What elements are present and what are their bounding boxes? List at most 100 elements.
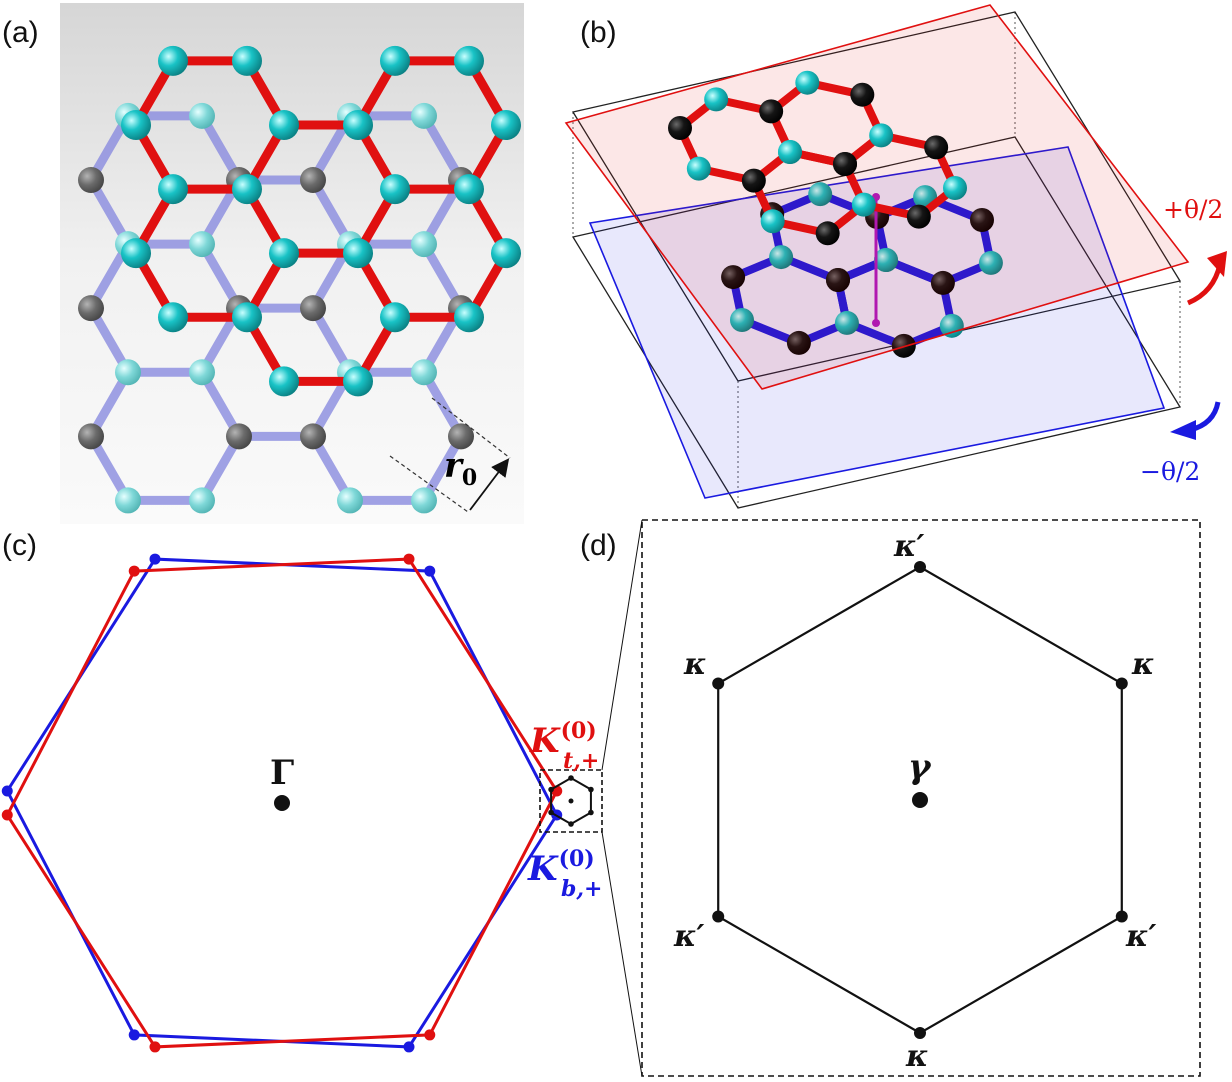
reference-plane-bottom <box>571 136 1182 509</box>
atom <box>704 87 729 112</box>
vertex-dot <box>548 809 554 816</box>
atom <box>786 330 811 355</box>
vertex-dot <box>588 786 594 793</box>
rotation-bottom-label: −θ/2 <box>1140 457 1200 486</box>
atom <box>777 140 802 165</box>
kappa-upper-right-label: κ <box>1131 647 1155 682</box>
atom <box>226 423 252 450</box>
vertex-dot <box>403 1041 415 1053</box>
kappa-upper-left-label: κ <box>683 647 707 682</box>
atom <box>448 423 474 450</box>
vertex-dot <box>424 1029 436 1041</box>
rotation-top-label: +θ/2 <box>1163 195 1223 224</box>
vertex-dot <box>1 785 13 797</box>
panel-d-label: (d) <box>580 529 617 562</box>
kappa-prime-lower-right-label: κ′ <box>1125 919 1156 954</box>
vertex-dot <box>149 1041 161 1053</box>
atom <box>411 231 437 258</box>
atom <box>454 302 484 333</box>
vertex-dot <box>149 553 161 565</box>
atom <box>850 82 875 107</box>
atom <box>943 176 967 200</box>
atom <box>158 45 188 76</box>
atom <box>121 110 151 140</box>
moire-vertices <box>712 561 1128 1039</box>
atom <box>411 102 437 129</box>
atom <box>232 302 262 333</box>
panel-c-label: (c) <box>2 529 37 562</box>
panel-a-label: (a) <box>2 16 39 49</box>
atom <box>808 182 833 207</box>
atom <box>833 151 858 176</box>
atom <box>158 174 188 205</box>
atom <box>721 265 746 290</box>
atom <box>795 70 820 95</box>
atom <box>874 248 899 273</box>
atom <box>924 135 949 160</box>
vertex-dot <box>914 1027 926 1039</box>
atom <box>189 102 215 129</box>
atom <box>741 168 766 193</box>
kappa-bottom-label: κ <box>905 1039 929 1074</box>
atom <box>851 192 876 217</box>
atom <box>760 209 785 234</box>
atom <box>491 110 521 140</box>
vertex-dot <box>914 561 926 573</box>
atom <box>834 310 859 335</box>
atom <box>232 45 262 76</box>
rotate-ccw-icon <box>1186 251 1227 306</box>
atom <box>454 45 484 76</box>
atom <box>115 359 141 386</box>
k-top-label: K(0)t,+ <box>529 718 599 774</box>
atom <box>300 423 326 450</box>
atom <box>78 423 104 450</box>
atom <box>411 359 437 386</box>
top-layer-vertices <box>1 553 563 1053</box>
top-layer-lattice <box>121 45 521 397</box>
mini-vertices <box>548 775 594 827</box>
gamma-moire-point <box>912 792 928 808</box>
kappa-prime-top-label: κ′ <box>893 529 924 564</box>
vertex-dot <box>568 821 574 827</box>
atom <box>189 359 215 386</box>
atom <box>891 333 916 358</box>
atom <box>115 487 141 514</box>
rotate-cw-icon <box>1170 401 1221 440</box>
gamma-point <box>274 795 290 811</box>
zoom-box <box>539 769 603 833</box>
atom <box>189 487 215 514</box>
atom <box>158 302 188 333</box>
atom <box>686 156 711 181</box>
atom <box>232 174 262 205</box>
atom <box>825 267 850 292</box>
vertex-dot <box>1115 677 1128 690</box>
atom <box>411 487 437 514</box>
r0-label: r0 <box>444 446 477 491</box>
atom <box>269 238 299 269</box>
atom <box>869 123 894 148</box>
atom <box>337 487 363 514</box>
atom <box>269 110 299 140</box>
atom <box>769 245 794 270</box>
atom <box>454 174 484 205</box>
reference-plane-top <box>571 11 1182 382</box>
atom <box>343 110 373 140</box>
panel-b: +θ/2 −θ/2 <box>564 4 1227 509</box>
atom <box>300 167 326 193</box>
vertex-dot <box>712 910 725 923</box>
vertex-dot <box>424 565 436 577</box>
atom <box>906 204 931 229</box>
atom <box>759 99 784 124</box>
atom <box>491 238 521 269</box>
vertex-dot <box>128 1029 140 1041</box>
gamma-label: Γ <box>270 753 294 793</box>
vertex-dot <box>403 553 415 565</box>
vertex-dot <box>588 809 594 816</box>
panel-c: Γ K(0)t,+ K(0)b,+ <box>1 519 643 1077</box>
atom <box>939 313 964 338</box>
atom <box>300 295 326 322</box>
r0-dimension: r0 <box>389 397 511 513</box>
atom <box>380 174 410 205</box>
